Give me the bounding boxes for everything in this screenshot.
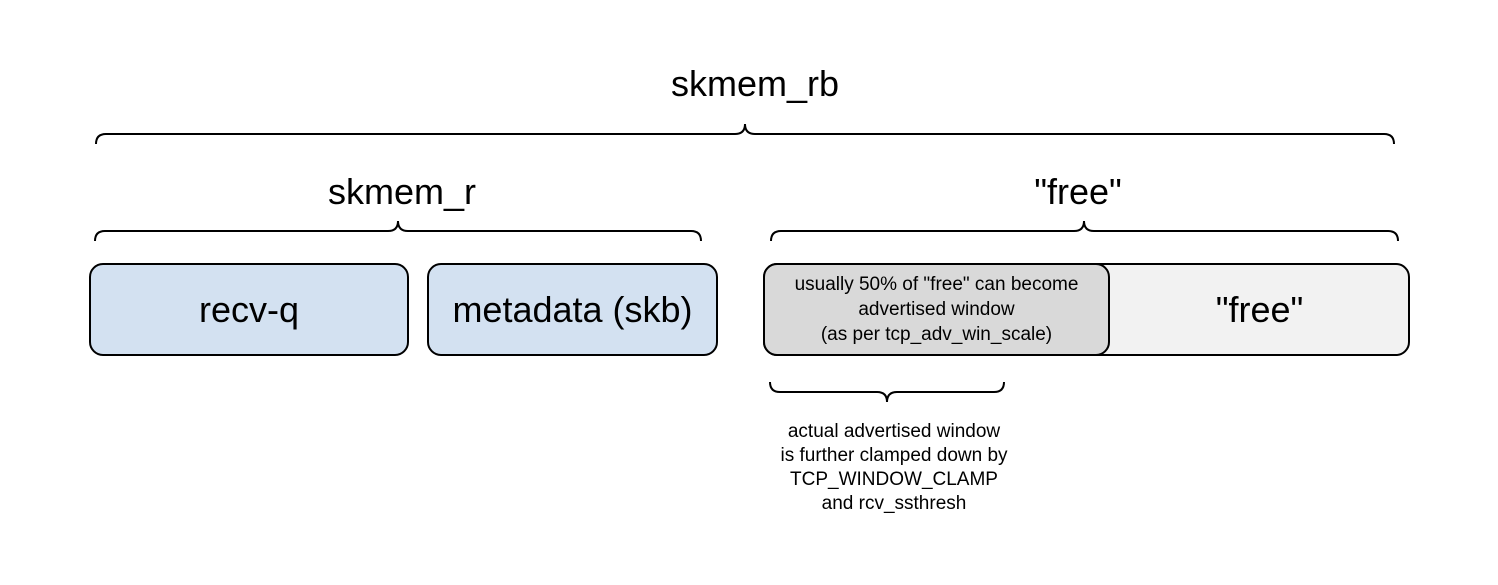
advertised-window-box: usually 50% of "free" can become adverti… [763,263,1110,356]
metadata-box: metadata (skb) [427,263,718,356]
note-line-4: and rcv_ssthresh [821,493,967,514]
advertised-line-3: (as per tcp_adv_win_scale) [820,324,1053,345]
advertised-window-brace [769,381,1005,403]
clamp-note: actual advertised window is further clam… [744,420,1044,516]
skmem-rb-brace [95,123,1395,145]
free-box-label: "free" [1215,288,1304,330]
skmem-rb-title: skmem_rb [670,63,840,104]
note-line-1: actual advertised window [787,421,1001,442]
free-brace [770,220,1399,242]
note-line-3: TCP_WINDOW_CLAMP [790,469,998,490]
advertised-line-1: usually 50% of "free" can become [794,274,1079,295]
free-title: "free" [1034,171,1122,212]
advertised-line-2: advertised window [858,299,1015,320]
skmem-r-title: skmem_r [327,171,476,212]
metadata-label: metadata (skb) [452,288,693,330]
skmem-r-brace [94,220,702,242]
note-line-2: is further clamped down by [780,445,1008,466]
recv-q-box: recv-q [89,263,409,356]
recv-q-label: recv-q [198,288,300,330]
